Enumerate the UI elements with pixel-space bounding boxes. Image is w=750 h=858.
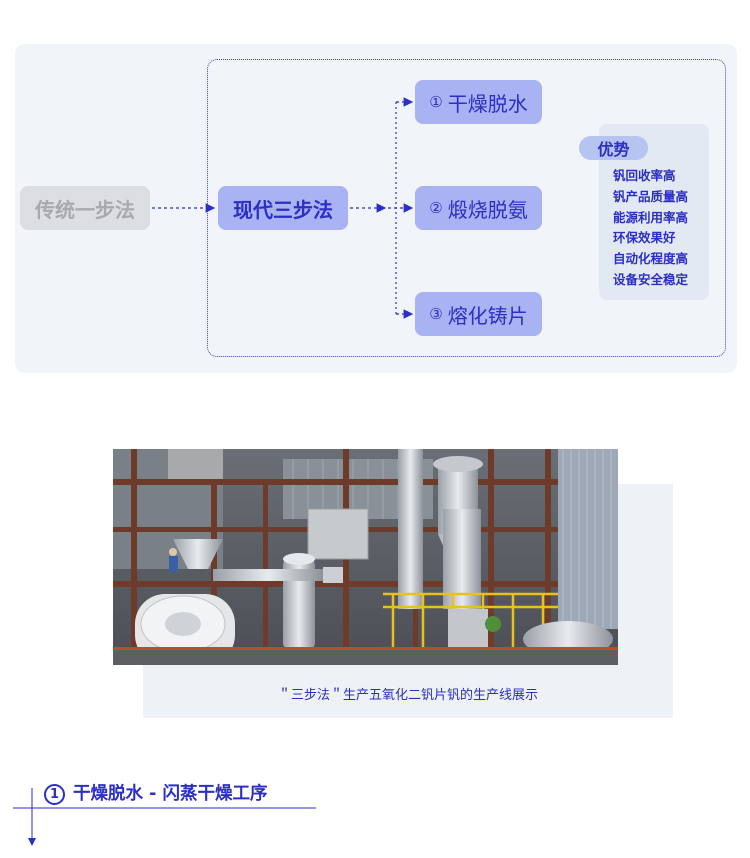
production-line-illustration	[113, 449, 618, 665]
advantages-title: 优势	[579, 136, 648, 160]
advantages-list: 钒回收率高 钒产品质量高 能源利用率高 环保效果好 自动化程度高 设备安全稳定	[613, 166, 688, 291]
advantage-item: 钒回收率高	[613, 168, 676, 183]
advantage-item: 设备安全稳定	[613, 271, 689, 287]
section-heading: 1 干燥脱水 - 闪蒸干燥工序	[44, 780, 267, 805]
step-3-label: 熔化铸片	[447, 303, 528, 328]
traditional-method-label: 传统一步法	[35, 197, 135, 222]
advantage-item: 能源利用率高	[613, 209, 689, 225]
traditional-method-pill: 传统一步法	[20, 186, 150, 230]
advantage-item: 环保效果好	[613, 230, 676, 246]
step-1-number: ①	[429, 93, 443, 111]
section-number-badge: 1	[44, 784, 65, 805]
step-1-pill: ① 干燥脱水	[415, 80, 542, 124]
photo-caption: ＂三步法＂生产五氧化二钒片钒的生产线展示	[277, 688, 538, 703]
step-2-label: 煅烧脱氨	[447, 197, 528, 222]
production-line-photo	[113, 449, 618, 665]
modern-method-label: 现代三步法	[233, 197, 333, 222]
step-3-number: ③	[429, 305, 443, 323]
step-1-label: 干燥脱水	[447, 91, 528, 116]
modern-method-pill: 现代三步法	[218, 186, 348, 230]
step-2-pill: ② 煅烧脱氨	[415, 186, 542, 230]
step-2-number: ②	[429, 199, 443, 217]
advantage-item: 自动化程度高	[613, 251, 689, 267]
section-title-text: 干燥脱水 - 闪蒸干燥工序	[73, 784, 268, 804]
step-3-pill: ③ 熔化铸片	[415, 292, 542, 336]
advantage-item: 钒产品质量高	[613, 188, 689, 204]
advantages-title-label: 优势	[597, 140, 630, 159]
